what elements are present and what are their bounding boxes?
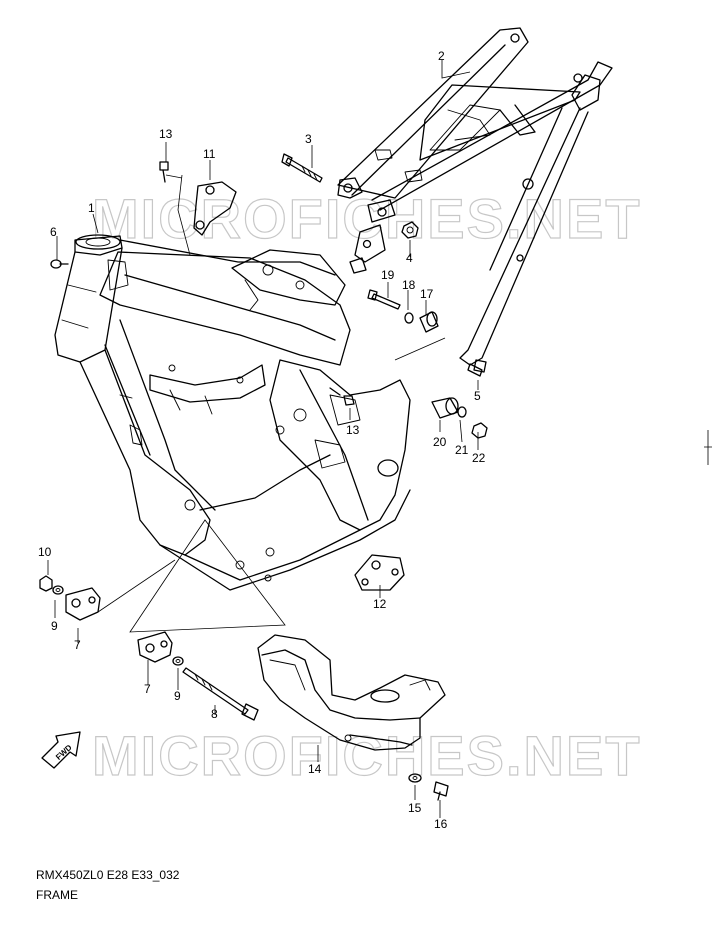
watermark-top: MICROFICHES.NET	[92, 187, 642, 250]
callout-7b: 7	[144, 682, 151, 696]
leader-lines	[47, 60, 479, 818]
part-washer-18[interactable]	[404, 312, 414, 324]
callout-4: 4	[406, 251, 413, 265]
callout-2: 2	[438, 49, 445, 63]
callout-13b: 13	[346, 423, 360, 437]
part-rear-subframe[interactable]	[337, 27, 613, 366]
part-bolt-13a[interactable]	[159, 161, 169, 183]
callout-13a: 13	[159, 127, 173, 141]
part-nut-4[interactable]	[401, 221, 419, 239]
part-washer-9a[interactable]	[52, 585, 64, 595]
part-engine-bracket-7a[interactable]	[65, 587, 101, 621]
part-bracket-12[interactable]	[354, 554, 405, 591]
part-long-bolt-8[interactable]	[182, 667, 259, 721]
part-washer-21[interactable]	[457, 406, 467, 418]
part-washer-9b[interactable]	[172, 656, 184, 666]
part-washer-15[interactable]	[408, 773, 422, 783]
callout-1: 1	[88, 201, 95, 215]
margin-tick	[704, 430, 712, 465]
callout-19: 19	[381, 268, 395, 282]
callout-17: 17	[420, 287, 434, 301]
watermark-bottom: MICROFICHES.NET	[92, 724, 642, 787]
fwd-arrow-icon: FWD	[41, 731, 81, 769]
part-bolt-3[interactable]	[281, 153, 323, 183]
callout-9a: 9	[51, 619, 58, 633]
callout-18: 18	[402, 278, 416, 292]
callout-12: 12	[373, 597, 387, 611]
part-bolt-13b[interactable]	[329, 387, 355, 406]
callout-22: 22	[472, 451, 486, 465]
part-main-frame[interactable]	[54, 234, 411, 591]
callout-7a: 7	[74, 638, 81, 652]
part-bolt-16[interactable]	[433, 781, 449, 801]
part-bushing-17[interactable]	[419, 311, 439, 333]
part-engine-bracket-7b[interactable]	[137, 631, 173, 663]
callout-3: 3	[305, 132, 312, 146]
callout-14: 14	[308, 762, 322, 776]
callout-15: 15	[408, 801, 422, 815]
part-bracket-11[interactable]	[193, 181, 237, 236]
part-bolt-19[interactable]	[367, 289, 401, 310]
callout-11: 11	[203, 147, 216, 161]
callout-10: 10	[38, 545, 52, 559]
callout-20: 20	[433, 435, 447, 449]
diagram-title: FRAME	[36, 888, 78, 902]
part-nut-10[interactable]	[39, 575, 53, 592]
part-bolt-5[interactable]	[467, 359, 487, 377]
callout-16: 16	[434, 817, 448, 831]
callout-labels: 1 2 3 4 5 6 7 7 8 9 9 10 11 12 13 13 14 …	[38, 49, 486, 831]
callout-8: 8	[211, 707, 218, 721]
diagram-code: RMX450ZL0 E28 E33_032	[36, 868, 180, 882]
part-plug-6[interactable]	[50, 259, 69, 269]
callout-21: 21	[455, 443, 469, 457]
callout-9b: 9	[174, 689, 181, 703]
part-skid-plate-14[interactable]	[257, 634, 446, 751]
callout-6: 6	[50, 225, 57, 239]
callout-5: 5	[474, 389, 481, 403]
part-bushing-20[interactable]	[431, 397, 459, 419]
part-nut-22[interactable]	[471, 422, 488, 439]
